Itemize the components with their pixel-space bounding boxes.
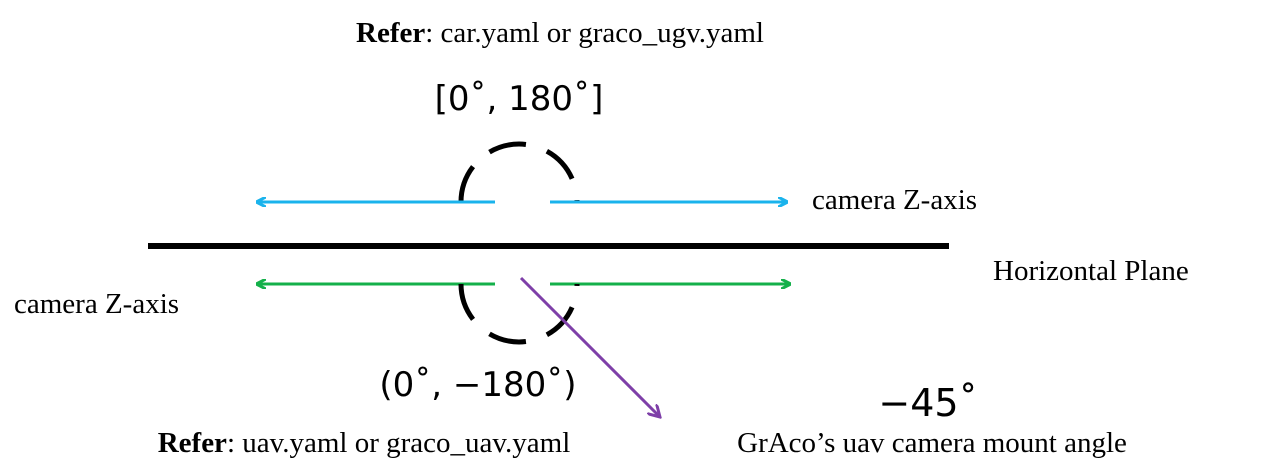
top-refer-prefix: Refer [356, 17, 425, 49]
upper-angle-range: [0˚, 180˚] [435, 79, 604, 119]
mount-angle-label: GrAco’s uav camera mount angle [737, 427, 1127, 459]
upper-angle-arc [458, 141, 580, 203]
top-refer-note: Refer: car.yaml or graco_ugv.yaml [356, 17, 764, 49]
mount-angle-arrow [519, 276, 660, 417]
mount-angle-value: −45˚ [878, 381, 977, 425]
bottom-refer-note: Refer: uav.yaml or graco_uav.yaml [158, 427, 571, 459]
horizontal-plane-label: Horizontal Plane [993, 255, 1189, 287]
top-refer-suffix: : car.yaml or graco_ugv.yaml [425, 17, 764, 49]
bottom-refer-prefix: Refer [158, 427, 227, 459]
lower-axis-label: camera Z-axis [14, 288, 179, 320]
lower-angle-arc [458, 283, 580, 345]
lower-angle-range: (0˚, −180˚) [379, 365, 576, 405]
upper-axis-label: camera Z-axis [812, 184, 977, 216]
bottom-refer-suffix: : uav.yaml or graco_uav.yaml [227, 427, 570, 459]
